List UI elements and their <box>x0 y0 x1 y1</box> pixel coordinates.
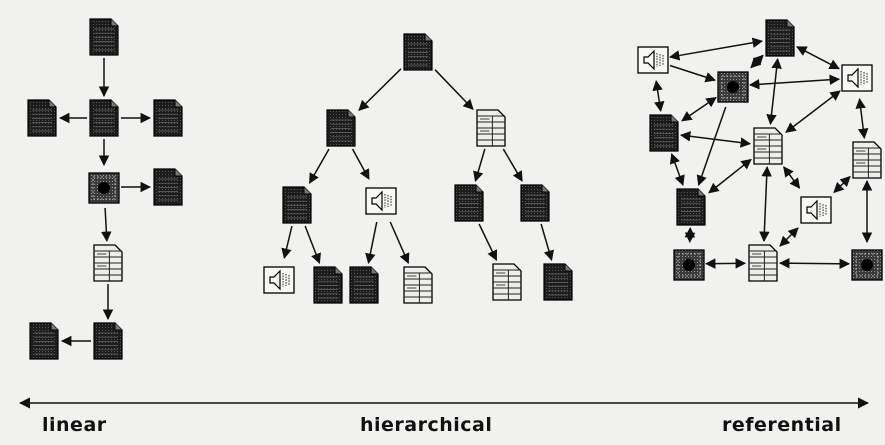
link-arrow-r1-r3 <box>750 54 764 69</box>
table-document-icon <box>476 109 506 147</box>
link-arrow-r7-r8 <box>833 175 851 194</box>
image-document-icon <box>851 249 883 281</box>
image-document-icon <box>717 71 749 103</box>
link-arrow-r3-r4 <box>748 74 841 90</box>
text-document-icon <box>153 168 183 206</box>
link-arrow-r6-r11 <box>759 165 772 243</box>
text-document-icon <box>93 322 123 360</box>
text-document-icon <box>89 99 119 137</box>
link-arrow-h7-h13 <box>540 223 554 262</box>
table-document-icon <box>748 244 778 282</box>
table-document-icon <box>93 244 123 282</box>
text-document-icon <box>282 186 312 224</box>
text-document-icon <box>765 19 795 57</box>
link-arrow-r5-r6 <box>679 131 752 148</box>
link-arrow-r3-r9 <box>696 106 727 186</box>
link-arrows <box>58 37 873 347</box>
text-document-icon <box>676 188 706 226</box>
audio-document-icon <box>365 187 397 215</box>
text-document-icon <box>27 99 57 137</box>
link-arrow-h1-h2 <box>358 68 402 111</box>
text-document-icon <box>454 184 484 222</box>
text-document-icon <box>89 18 119 56</box>
audio-document-icon <box>637 46 669 74</box>
table-document-icon <box>403 266 433 304</box>
referential-structure <box>637 19 883 282</box>
image-document-icon <box>673 249 705 281</box>
link-arrow-r2-r5 <box>652 79 665 113</box>
table-document-icon <box>753 127 783 165</box>
linear-structure <box>27 18 183 360</box>
link-arrow-r10-r11 <box>704 258 747 269</box>
link-arrow-r2-r3 <box>669 64 716 83</box>
link-arrow-r2-r1 <box>668 37 764 61</box>
link-arrow-h4-h9 <box>304 225 321 264</box>
link-arrow-h5-h11 <box>389 221 410 264</box>
link-arrow-r3-r5 <box>681 96 717 122</box>
hierarchical-structure <box>263 33 573 304</box>
text-document-icon <box>313 266 343 304</box>
link-arrow-r4-r6 <box>785 90 841 133</box>
text-document-icon <box>649 114 679 152</box>
link-arrow-r6-r9 <box>708 158 752 194</box>
link-arrow-h1-h3 <box>434 69 474 111</box>
text-document-icon <box>29 322 59 360</box>
text-document-icon <box>153 99 183 137</box>
link-arrow-h6-h12 <box>478 223 498 261</box>
axis-label-linear: linear <box>42 414 107 436</box>
link-arrow-h3-h7 <box>502 148 523 182</box>
audio-document-icon <box>263 266 295 294</box>
audio-document-icon <box>800 196 832 224</box>
link-arrow-h4-h8 <box>281 225 293 260</box>
text-document-icon <box>326 109 356 147</box>
axis-label-hierarchical: hierarchical <box>360 414 493 436</box>
link-arrow-r6-r8 <box>783 166 801 189</box>
axis-label-referential: referential <box>722 414 842 436</box>
table-document-icon <box>852 141 882 179</box>
link-arrow-r11-r12 <box>778 258 851 269</box>
document-nodes <box>27 18 883 360</box>
link-arrow-l5-l7 <box>101 207 112 243</box>
text-document-icon <box>403 33 433 71</box>
text-document-icon <box>520 184 550 222</box>
link-arrow-r4-r7 <box>855 97 869 140</box>
link-arrow-h3-h6 <box>473 148 486 183</box>
table-document-icon <box>492 263 522 301</box>
link-arrow-r1-r4 <box>796 46 840 70</box>
text-document-icon <box>543 263 573 301</box>
audio-document-icon <box>841 64 873 92</box>
link-arrow-h2-h4 <box>308 148 330 184</box>
text-document-icon <box>349 266 379 304</box>
image-document-icon <box>88 172 120 204</box>
link-arrow-r11-r8 <box>779 227 799 247</box>
link-arrow-h5-h10 <box>365 221 378 265</box>
link-arrow-r1-r6 <box>766 57 782 126</box>
link-arrow-r5-r9 <box>669 153 685 186</box>
link-arrow-h2-h5 <box>351 148 370 180</box>
